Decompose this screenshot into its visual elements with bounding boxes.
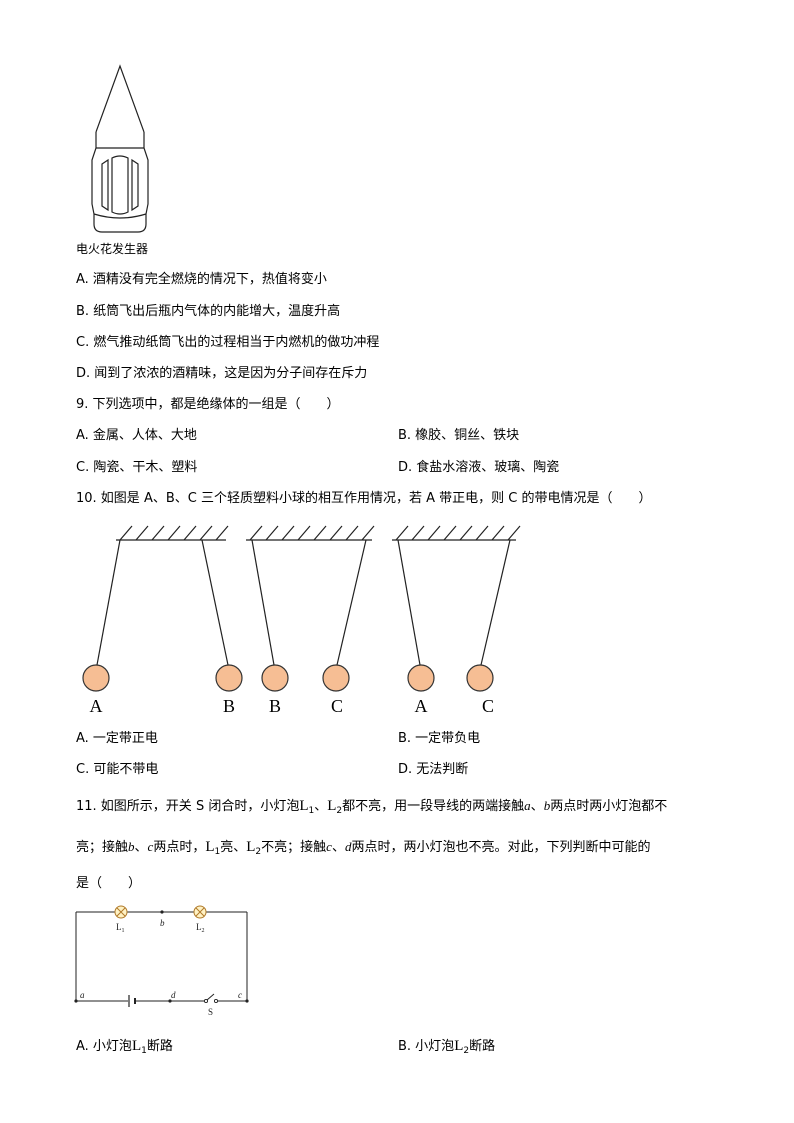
q9-option-a: A. 金属、人体、大地	[76, 428, 197, 443]
q9-stem: 9. 下列选项中，都是绝缘体的一组是（ ）	[76, 397, 340, 412]
q11-option-b: B. 小灯泡L2断路	[398, 1038, 496, 1056]
generator-body	[91, 132, 149, 233]
label-a: a	[80, 990, 85, 1000]
node-a	[74, 999, 78, 1003]
thread	[251, 539, 275, 666]
thread	[480, 539, 511, 666]
ball-b-2	[261, 664, 289, 692]
node-b	[160, 910, 164, 914]
ball-label-c1: C	[331, 696, 343, 716]
switch-s-icon	[203, 993, 219, 1004]
battery-icon	[128, 995, 136, 1007]
q11-option-a: A. 小灯泡L1断路	[76, 1038, 173, 1056]
generator-window-left	[101, 158, 109, 212]
label-s: S	[208, 1007, 213, 1017]
q10-option-c: C. 可能不带电	[76, 762, 159, 777]
thread	[336, 539, 367, 666]
label-c: c	[238, 990, 242, 1000]
thread	[397, 539, 421, 666]
q11-stem-line2: 亮；接触b、c两点时，L1亮、L2不亮；接触c、d两点时，两小灯泡也不亮。对此，…	[76, 839, 651, 857]
ball-a-2	[407, 664, 435, 692]
q8-option-a: A. 酒精没有完全燃烧的情况下，热值将变小	[76, 272, 327, 287]
label-d: d	[171, 990, 176, 1000]
lamp-l2-icon	[193, 905, 207, 919]
q10-option-a: A. 一定带正电	[76, 731, 158, 746]
ball-label-a2: A	[415, 696, 428, 716]
q9-option-b: B. 橡胶、铜丝、铁块	[398, 428, 520, 443]
generator-window-center	[111, 155, 129, 215]
q8-option-c: C. 燃气推动纸筒飞出的过程相当于内燃机的做功冲程	[76, 335, 380, 350]
ball-label-c2: C	[482, 696, 494, 716]
q9-option-c: C. 陶瓷、干木、塑料	[76, 460, 198, 475]
ball-a-1	[82, 664, 110, 692]
ball-c-2	[466, 664, 494, 692]
node-c	[245, 999, 249, 1003]
ball-c-1	[322, 664, 350, 692]
q11-stem-line3: 是（ ）	[76, 876, 142, 891]
q8-option-d: D. 闻到了浓浓的酒精味，这是因为分子间存在斥力	[76, 366, 368, 381]
q10-option-d: D. 无法判断	[398, 762, 469, 777]
charged-balls-figure: A B B C A C	[82, 525, 521, 716]
circuit-figure: L1 L2 b a d c S	[74, 905, 249, 1017]
node-d	[168, 999, 172, 1003]
q9-option-d: D. 食盐水溶液、玻璃、陶瓷	[398, 460, 560, 475]
label-l1: L1	[116, 922, 125, 934]
ball-label-a1: A	[90, 696, 103, 716]
ball-b-1	[215, 664, 243, 692]
generator-window-right	[131, 158, 139, 212]
generator-cone	[95, 64, 145, 133]
q10-stem: 10. 如图是 A、B、C 三个轻质塑料小球的相互作用情况，若 A 带正电，则 …	[76, 491, 652, 506]
q8-option-b: B. 纸筒飞出后瓶内气体的内能增大，温度升高	[76, 304, 341, 319]
figure-caption: 电火花发生器	[76, 242, 149, 256]
ball-label-b2: B	[269, 696, 281, 716]
label-b: b	[160, 918, 165, 928]
q11-stem-line1: 11. 如图所示，开关 S 闭合时，小灯泡L1、L2都不亮，用一段导线的两端接触…	[76, 798, 668, 816]
lamp-l1-icon	[114, 905, 128, 919]
label-l2: L2	[196, 922, 205, 934]
spark-generator-figure	[91, 64, 149, 233]
thread	[201, 539, 229, 666]
ball-label-b1: B	[223, 696, 235, 716]
thread	[96, 539, 121, 666]
q10-option-b: B. 一定带负电	[398, 731, 481, 746]
